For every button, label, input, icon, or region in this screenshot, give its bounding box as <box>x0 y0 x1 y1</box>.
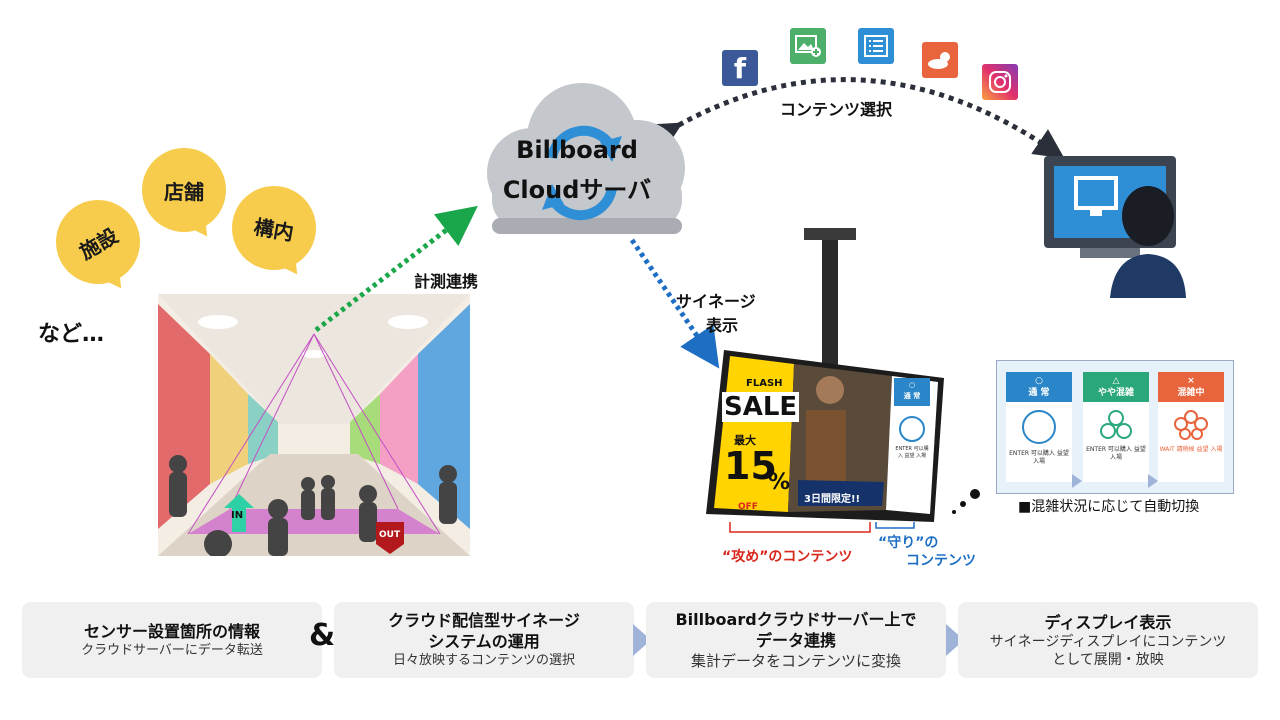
signage-display: FLASH SALE 最大 15 % OFF 3日間限定!! ○ 通 常 ENT… <box>706 350 944 522</box>
congestion-panel-busy: △ やや混雑 ENTER 可以購入 益望 入場 <box>1083 372 1149 482</box>
congestion-crowded-mark: × <box>1187 376 1195 386</box>
step-1-sub: クラウドサーバーにデータ転送 <box>81 642 263 658</box>
display-right-panel: ○ 通 常 ENTER 可以購入 益望 入場 <box>894 378 930 508</box>
ceiling-mount <box>804 228 856 368</box>
display-right-mark: ○ <box>908 381 916 389</box>
weather-icon <box>922 42 958 78</box>
in-arrow-icon <box>224 494 254 532</box>
congestion-arrow-2 <box>1148 474 1158 488</box>
defend-content-label-1: “守り”の <box>878 535 939 551</box>
out-label: OUT <box>379 530 401 540</box>
display-flash: FLASH <box>746 378 783 389</box>
congestion-panel-busy-head: △ やや混雑 <box>1083 372 1149 402</box>
step-2-title-2: システムの運用 <box>428 632 540 651</box>
step-4-title: ディスプレイ表示 <box>1044 612 1172 632</box>
step-3-sub: 集計データをコンテンツに変換 <box>690 652 901 670</box>
congestion-panel-crowded-head: × 混雑中 <box>1158 372 1224 402</box>
connector-arrows <box>314 77 1065 369</box>
display-right-title: 通 常 <box>903 392 921 400</box>
attack-content-label: “攻め”のコンテンツ <box>722 549 853 565</box>
crowd-icon <box>1174 410 1208 440</box>
bubble-facility: 施設 <box>56 200 140 284</box>
cloud-title-1: Billboard <box>516 136 638 164</box>
step-2-sub: 日々放映するコンテンツの選択 <box>392 653 575 668</box>
congestion-caption: ■混雑状況に応じて自動切換 <box>1018 499 1200 515</box>
measure-link-label: 計測連携 <box>414 272 479 291</box>
display-max: 最大 <box>734 434 756 447</box>
congestion-crowded-title: 混雑中 <box>1177 388 1205 398</box>
step-4-sub: サイネージディスプレイにコンテンツ <box>989 633 1227 650</box>
display-percent-sign: % <box>768 470 791 495</box>
billboard-cloud: Billboard Cloudサーバ <box>472 78 692 238</box>
cloud-title-2: Cloudサーバ <box>502 176 652 204</box>
congestion-normal-text: ENTER 可以購入 益望 入場 <box>1009 450 1069 465</box>
sync-icon <box>547 125 617 221</box>
in-marker: IN <box>224 494 254 532</box>
congestion-panel-crowded: × 混雑中 WAIT 請稍候 益望 入場 <box>1158 372 1224 482</box>
display-smile-icon <box>899 416 925 442</box>
mall-illustration: IN OUT <box>158 294 470 558</box>
display-limited: 3日間限定!! <box>804 494 861 505</box>
green-arrow <box>314 205 478 332</box>
signage-display-label-1: サイネージ <box>676 292 756 311</box>
step-sensor-info: センサー設置箇所の情報 クラウドサーバーにデータ転送 <box>22 602 322 678</box>
facebook-icon: f <box>722 50 758 86</box>
bubble-store-label: 店舗 <box>164 179 204 204</box>
ampersand: & <box>309 618 336 653</box>
step-3-title: Billboardクラウドサーバー上で <box>675 610 917 629</box>
mall-svg <box>158 294 470 558</box>
content-select-label: コンテンツ選択 <box>780 100 893 119</box>
display-percent: 15 <box>724 444 777 488</box>
bubble-premises: 構内 <box>232 186 316 270</box>
smile-icon <box>1022 410 1056 444</box>
out-arrow-icon <box>376 522 404 554</box>
cloud-shape <box>487 83 685 234</box>
step-4-sub-2: として展開・放映 <box>1052 651 1164 668</box>
step-2-title: クラウド配信型サイネージ <box>388 611 580 630</box>
thought-dots <box>950 480 990 520</box>
display-sale: SALE <box>722 392 800 422</box>
etc-label: など… <box>38 322 105 347</box>
step-3-title-2: データ連携 <box>755 631 836 650</box>
display-right-text: ENTER 可以購入 益望 入場 <box>895 446 929 459</box>
display-off: OFF <box>738 502 758 512</box>
operator-illustration <box>1044 156 1190 298</box>
image-add-icon <box>790 28 826 64</box>
bubble-store: 店舗 <box>142 148 226 232</box>
group-smile-icon <box>1100 410 1132 440</box>
in-label: IN <box>231 510 244 521</box>
step-data-link: Billboardクラウドサーバー上で データ連携 集計データをコンテンツに変換 <box>646 602 946 678</box>
step-cloud-signage: クラウド配信型サイネージ システムの運用 日々放映するコンテンツの選択 <box>334 602 634 678</box>
step-1-title: センサー設置箇所の情報 <box>83 621 260 641</box>
congestion-busy-mark: △ <box>1112 376 1120 386</box>
signage-display-label-2: 表示 <box>706 316 739 335</box>
instagram-icon <box>982 64 1018 100</box>
congestion-panel-normal: ○ 通 常 ENTER 可以購入 益望 入場 <box>1006 372 1072 482</box>
congestion-crowded-text: WAIT 請稍候 益望 入場 <box>1159 446 1223 453</box>
congestion-busy-title: やや混雑 <box>1097 388 1134 398</box>
list-icon <box>858 28 894 64</box>
blue-arrow <box>629 238 720 369</box>
congestion-panel-normal-head: ○ 通 常 <box>1006 372 1072 402</box>
out-marker: OUT <box>376 522 404 554</box>
display-right-head: ○ 通 常 <box>894 378 930 406</box>
congestion-normal-title: 通 常 <box>1028 388 1050 398</box>
step-display: ディスプレイ表示 サイネージディスプレイにコンテンツ として展開・放映 <box>958 602 1258 678</box>
congestion-normal-mark: ○ <box>1035 376 1043 386</box>
congestion-busy-text: ENTER 可以購入 益望 入場 <box>1086 446 1146 461</box>
congestion-arrow-1 <box>1072 474 1082 488</box>
content-brackets <box>729 522 915 533</box>
defend-content-label-2: コンテンツ <box>906 553 976 569</box>
